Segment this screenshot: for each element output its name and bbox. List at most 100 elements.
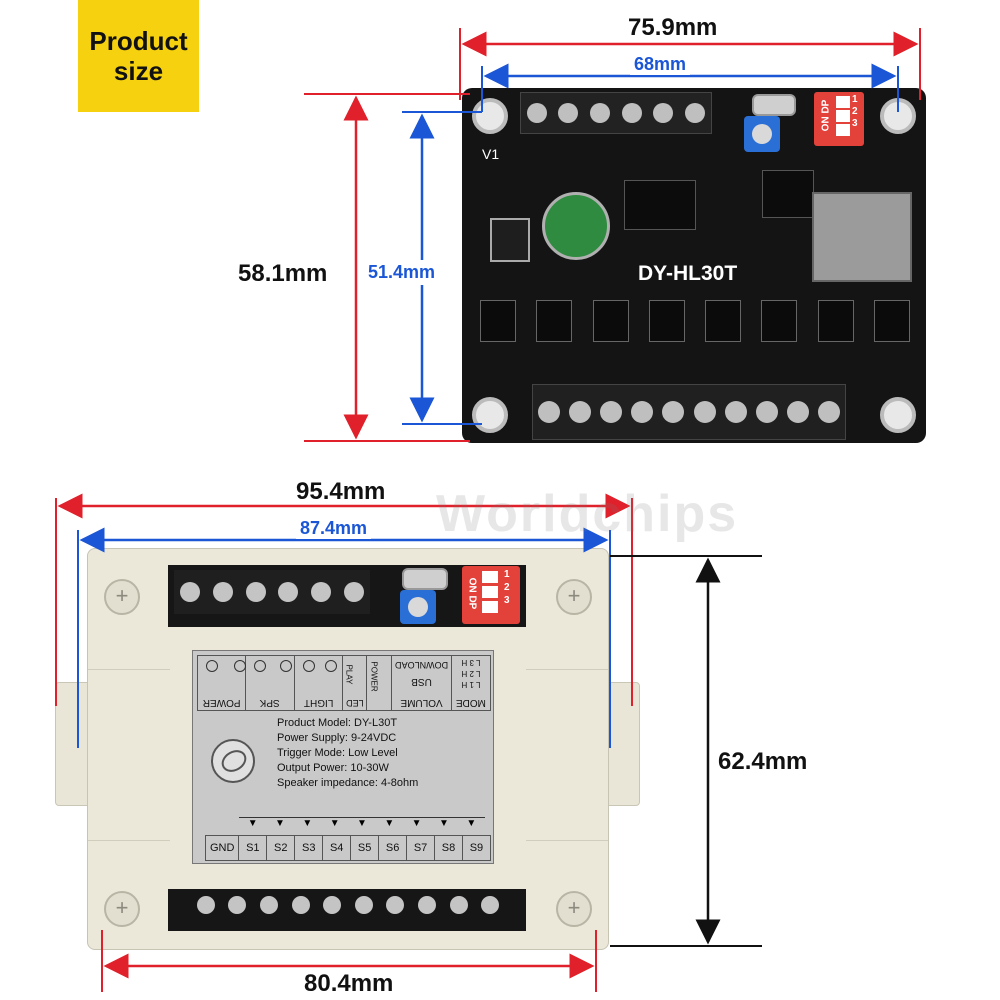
terminal-s4: S4	[323, 836, 352, 860]
enclosure-top-terminal	[174, 570, 370, 614]
screw-terminal	[755, 401, 778, 423]
badge-line-2: size	[113, 56, 164, 86]
screw-terminal	[685, 103, 706, 123]
screw-terminal	[212, 582, 233, 602]
screw-terminal	[568, 401, 591, 423]
enclosure-inner-width-line	[77, 527, 611, 748]
capacitor	[542, 192, 610, 260]
screw-terminal	[259, 896, 278, 914]
screw-terminal	[310, 582, 331, 602]
plus-screw-icon: +	[556, 579, 592, 615]
usb-port	[752, 94, 796, 116]
enclosure-height-line	[610, 555, 762, 947]
enclosure-dip-num: 1	[504, 569, 510, 580]
screw-terminal	[653, 103, 674, 123]
terminal-s2: S2	[267, 836, 296, 860]
screw-terminal	[526, 103, 547, 123]
pcb-outer-width-line	[459, 28, 921, 100]
ic-chip	[624, 180, 696, 230]
label-top-row: POWER SPK LIGHT LED PLAY POWER DOWNLOAD …	[197, 655, 491, 711]
terminal-s7: S7	[407, 836, 436, 860]
enclosure-outer-width-label: 95.4mm	[296, 478, 386, 505]
side-rib	[526, 669, 608, 841]
screw-terminal	[449, 896, 468, 914]
mount-hole	[472, 98, 508, 134]
side-rib	[88, 669, 170, 841]
spec-model: Product Model: DY-L30T	[277, 717, 398, 729]
product-size-badge: Product size	[78, 0, 199, 112]
screw-terminal	[818, 401, 841, 423]
enclosure-label: POWER SPK LIGHT LED PLAY POWER DOWNLOAD …	[192, 650, 494, 864]
screw-terminal	[590, 103, 611, 123]
dip-num: 1	[852, 94, 858, 105]
screw-terminal	[196, 896, 215, 914]
pcb-model-label: DY-HL30T	[638, 262, 738, 285]
top-terminal-block	[520, 92, 712, 134]
plus-screw-icon: +	[104, 891, 140, 927]
screw-terminal	[631, 401, 654, 423]
screw-terminal	[537, 401, 560, 423]
screw-terminal	[245, 582, 266, 602]
spec-trigger-mode: Trigger Mode: Low Level	[277, 747, 398, 759]
terminal-s1: S1	[239, 836, 268, 860]
dip-switch: ON DP 1 2 3	[814, 92, 864, 146]
terminal-s3: S3	[295, 836, 324, 860]
screw-terminal	[662, 401, 685, 423]
ic-chip	[762, 170, 814, 218]
enclosure-dip-num: 2	[504, 582, 510, 593]
pcb-inner-width-label: 68mm	[630, 54, 691, 75]
screw-terminal	[278, 582, 299, 602]
enclosure-usb-port	[402, 568, 448, 590]
enclosure-height-label: 62.4mm	[718, 748, 808, 775]
screw-terminal	[481, 896, 500, 914]
pcb-inner-width-line	[481, 63, 899, 112]
spec-speaker-impedance: Speaker impedance: 4-8ohm	[277, 777, 419, 789]
screw-terminal	[180, 582, 201, 602]
terminal-s5: S5	[351, 836, 380, 860]
terminal-label-row: GND S1 S2 S3 S4 S5 S6 S7 S8 S9	[205, 835, 491, 861]
screw-terminal	[599, 401, 622, 423]
plus-screw-icon: +	[556, 891, 592, 927]
enclosure-bottom-width-line	[101, 930, 597, 992]
screw-terminal	[724, 401, 747, 423]
terminal-s9: S9	[469, 842, 484, 854]
screw-terminal	[354, 896, 373, 914]
pcb-board: ON DP 1 2 3 V1 DY-HL30T	[462, 88, 926, 443]
plus-screw-icon: +	[104, 579, 140, 615]
pcb-outer-width-label: 75.9mm	[628, 14, 718, 41]
trigger-button-symbols: ▼▼▼ ▼▼▼ ▼▼▼	[239, 817, 485, 834]
dip-num: 3	[852, 118, 858, 129]
regulator-chip	[490, 218, 530, 262]
terminal-s6: S6	[379, 836, 408, 860]
enclosure-outer-width-line	[55, 493, 633, 706]
spec-power-supply: Power Supply: 9-24VDC	[277, 732, 397, 744]
spec-output-power: Output Power: 10-30W	[277, 762, 389, 774]
enclosure-bottom-terminal	[190, 890, 506, 920]
watermark: Worldchips	[436, 485, 739, 543]
pcb-outer-height-label: 58.1mm	[236, 258, 330, 290]
screw-terminal	[228, 896, 247, 914]
brand-logo-icon	[211, 739, 255, 783]
badge-line-1: Product	[89, 26, 188, 56]
pcb-outer-height-line	[304, 93, 470, 442]
screw-terminal	[693, 401, 716, 423]
enclosure-potentiometer	[400, 590, 436, 624]
enclosure-dip-num: 3	[504, 595, 510, 606]
v1-label: V1	[482, 146, 500, 162]
sd-card-slot	[812, 192, 912, 282]
pcb-inner-height-label: 51.4mm	[366, 260, 438, 285]
screw-terminal	[323, 896, 342, 914]
screw-terminal	[558, 103, 579, 123]
screw-terminal	[417, 896, 436, 914]
mount-hole	[880, 397, 916, 433]
component-row	[480, 300, 910, 356]
enclosure-bottom-width-label: 80.4mm	[304, 970, 394, 997]
bottom-terminal-block	[532, 384, 846, 440]
dip-num: 2	[852, 106, 858, 117]
screw-terminal	[291, 896, 310, 914]
screw-terminal	[621, 103, 642, 123]
terminal-gnd: GND	[206, 836, 240, 860]
terminal-s8: S8	[435, 836, 463, 860]
enclosure-dip-switch: ON DP 1 2 3	[462, 566, 520, 624]
screw-terminal	[386, 896, 405, 914]
